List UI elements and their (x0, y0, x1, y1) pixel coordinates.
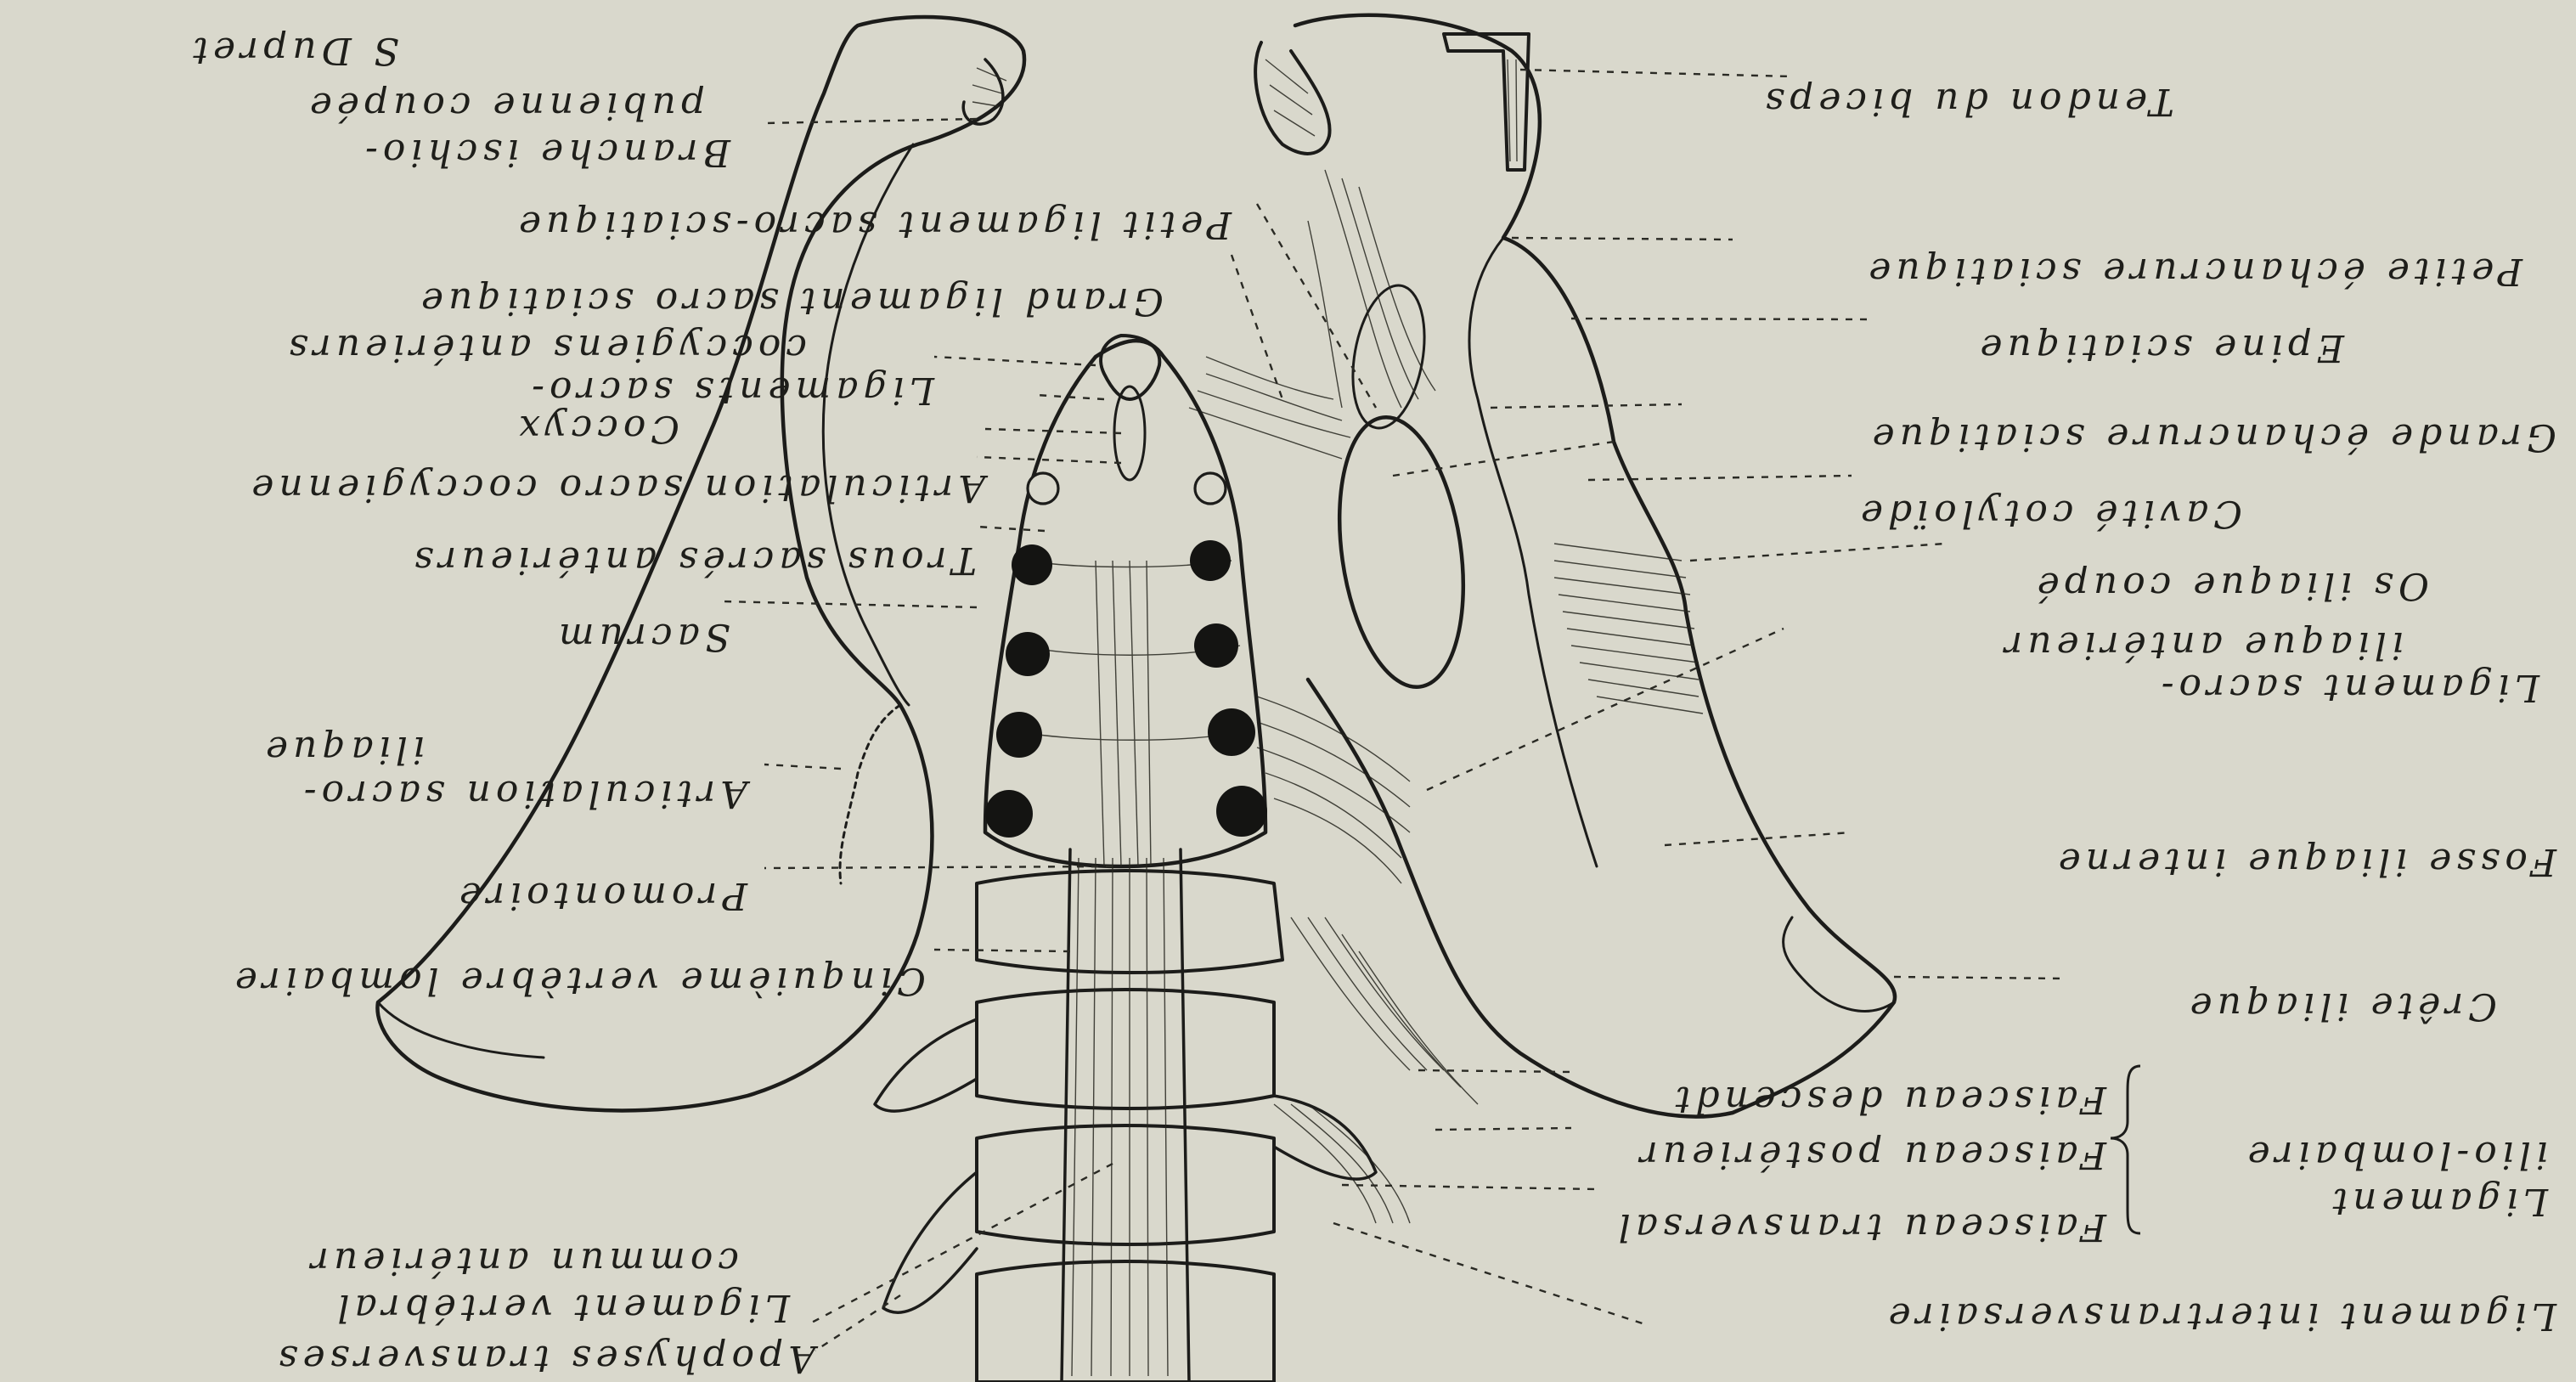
label-faisceau-posterieur: Faisceau postérieur (1635, 1133, 2107, 1176)
label-lig-sacro-cocc-1: Ligaments sacro- (527, 369, 935, 412)
biceps-tendon-hatching (1508, 59, 1517, 161)
l4-vertebral-body (977, 990, 1274, 1108)
label-epine-sciatique: Epine sciatique (1975, 326, 2345, 369)
ligament-stripes (1072, 858, 1168, 1376)
label-os-iliaque: Os iliaque coupé (2032, 564, 2429, 607)
label-petit-ligament: Petit ligament sacro-sciatique (514, 203, 1232, 246)
sciatic-spine-oval (1343, 279, 1435, 433)
label-branche-ischio-1: Branche ischio- (360, 131, 731, 174)
label-lig-sacro-cocc-2: coccygiens antérieurs (284, 326, 807, 369)
label-sacrum: Sacrum (554, 615, 730, 658)
label-lig-ilio-lombaire-1: Ligament (2328, 1180, 2549, 1223)
left-iliac-crest (378, 1002, 544, 1058)
label-faisceau-descendant: Faisceau descendt (1671, 1078, 2107, 1121)
label-apophyses-transverses: Apophyses transverses (273, 1337, 819, 1380)
label-cinquieme-vertebre: Cinquième vertèbre lombaire (230, 959, 926, 1002)
label-crete-iliaque: Crête iliaque (2185, 984, 2497, 1028)
anterior-longitudinal-ligament (1062, 849, 1189, 1382)
right-ischial-cut (1255, 42, 1329, 154)
label-faisceau-transversal: Faisceau transversal (1614, 1205, 2107, 1249)
ischium-cut-hatching (1265, 59, 1315, 136)
label-art-sacro-cocc: Articulation sacro coccygienne (246, 466, 989, 510)
l3-vertebral-body (977, 1125, 1274, 1244)
sacrum-ridges (1011, 561, 1253, 866)
left-transverse-process-lower (883, 1172, 977, 1312)
acetabulum-oval (1323, 409, 1479, 695)
lumbar-spine (875, 849, 1376, 1382)
left-sacroiliac-joint (840, 705, 900, 883)
label-cavite-cotyloide: Cavité cotyloïde (1856, 492, 2242, 535)
label-tendon-biceps: Tendon du biceps (1761, 80, 2174, 123)
iliac-cut-hatching (1554, 544, 1703, 714)
label-promontoire: Promontoire (454, 874, 748, 917)
coccyx-outline (1101, 336, 1159, 399)
label-fosse-iliaque: Fosse iliaque interne (2054, 840, 2557, 883)
iliolumbar-ligament-hatching (1257, 697, 1478, 1223)
iliolumbar-brace (2111, 1066, 2140, 1233)
label-lig-intertransversaire: Ligament intertransversaire (1884, 1295, 2557, 1338)
right-iliac-crest (1784, 917, 1894, 1011)
left-transverse-process (875, 1019, 977, 1111)
label-art-sacro-iliaque-2: iliaque (261, 728, 425, 771)
label-grand-ligament: Grand ligament sacro sciatique (416, 279, 1164, 323)
label-art-sacro-iliaque-1: Articulation sacro- (299, 772, 751, 815)
right-transverse-process (1274, 1096, 1376, 1179)
label-lig-sacro-iliaque-1: Ligament sacro- (2156, 666, 2540, 709)
label-lig-sacro-iliaque-2: iliaque antérieur (1999, 623, 2404, 667)
l2-vertebral-body (977, 1261, 1274, 1382)
label-lig-ilio-lombaire-2: ilio-lombaire (2243, 1133, 2548, 1176)
right-iliac-inner-rim (1469, 238, 1597, 866)
label-lig-vertebral-1: Ligament vertébral (332, 1286, 791, 1329)
label-trous-sacres: Trous sacrés antérieurs (409, 539, 977, 582)
label-lig-vertebral-2: commun antérieur (306, 1239, 739, 1283)
label-grande-echancrure: Grande échancrure sciatique (1868, 415, 2556, 459)
label-coccyx: Coccyx (514, 407, 679, 450)
label-branche-ischio-2: pubienne coupée (305, 84, 705, 127)
label-petite-echancrure: Petite échancrure sciatique (1863, 250, 2523, 293)
signature: S Dupret (188, 29, 399, 72)
